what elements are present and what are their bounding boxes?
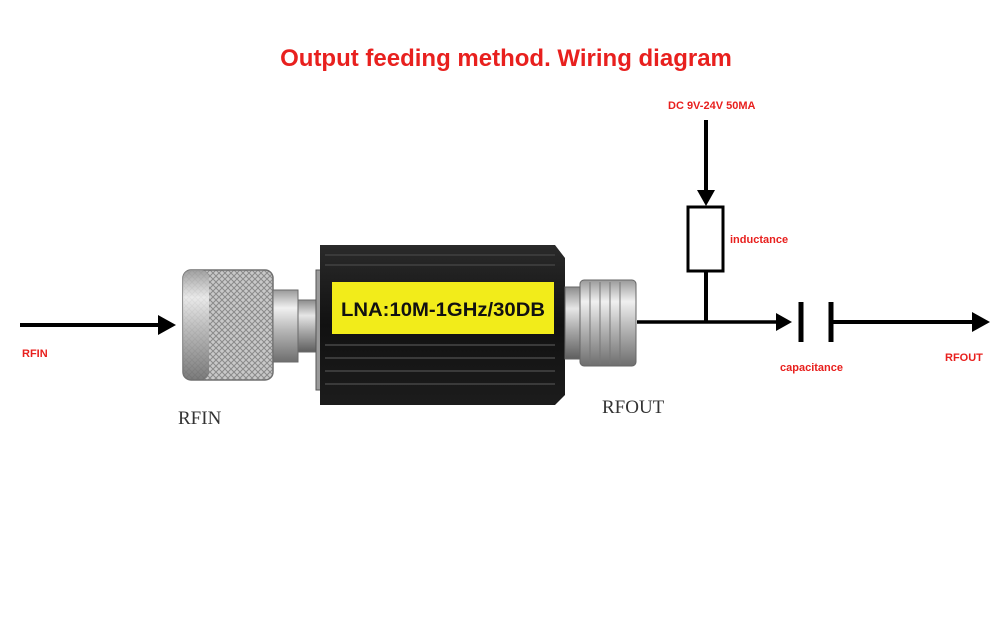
rfin-input-arrow [20, 315, 176, 335]
dc-supply-arrow [697, 120, 715, 206]
diagram-title: Output feeding method. Wiring diagram [280, 45, 732, 72]
dc-supply-label: DC 9V-24V 50MA [668, 100, 755, 112]
inductor [686, 205, 725, 273]
capacitor [798, 302, 834, 342]
rfin-line-label: RFIN [22, 348, 48, 360]
rfin-device-label: RFIN [178, 408, 222, 429]
lna-label-sticker [332, 282, 554, 334]
rfout-output-arrow [833, 312, 990, 332]
output-wire [637, 313, 792, 331]
n-female-connector [579, 279, 637, 367]
inductance-label: inductance [730, 234, 788, 246]
lna-label-text: LNA:10M-1GHz/30DB [341, 300, 545, 321]
rfout-line-label: RFOUT [945, 352, 983, 364]
rfout-device-label: RFOUT [602, 397, 665, 418]
capacitance-label: capacitance [780, 362, 843, 374]
lna-device: LNA:10M-1GHz/30DB [182, 245, 637, 405]
